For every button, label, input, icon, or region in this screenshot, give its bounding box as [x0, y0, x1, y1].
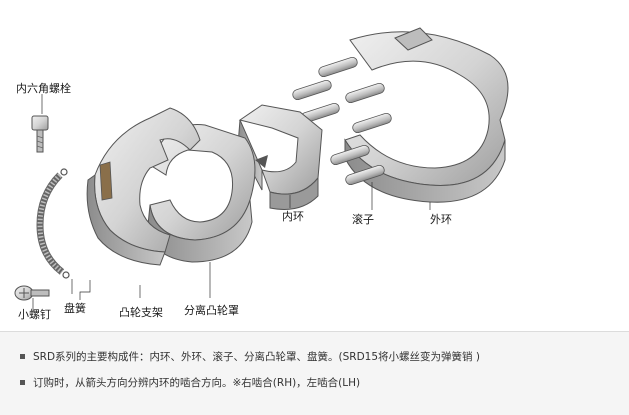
label-split-cam-cover: 分离凸轮罩: [184, 304, 239, 317]
exploded-assembly-diagram: [14, 27, 509, 312]
label-cam-bracket: 凸轮支架: [119, 306, 163, 319]
notes-panel: SRD系列的主要构成件：内环、外环、滚子、分离凸轮罩、盘簧。(SRD15将小螺丝…: [0, 331, 629, 415]
roller: [292, 79, 332, 101]
bullet-icon: [20, 379, 25, 385]
label-coil-spring: 盘簧: [64, 302, 86, 315]
roller: [345, 82, 385, 104]
label-small-screw: 小螺钉: [18, 308, 51, 321]
roller: [318, 56, 358, 78]
roller-set: [292, 56, 392, 186]
roller: [330, 144, 370, 166]
note-line-1: SRD系列的主要构成件：内环、外环、滚子、分离凸轮罩、盘簧。(SRD15将小螺丝…: [20, 349, 480, 364]
roller: [352, 112, 392, 134]
bullet-icon: [20, 353, 25, 359]
leader-lines: [32, 94, 431, 312]
direction-arrow: [255, 155, 268, 168]
coil-spring-part: [36, 168, 70, 279]
label-outer-ring: 外环: [430, 213, 452, 226]
small-screw-part: [14, 285, 50, 301]
note-text-2: 订购时，从箭头方向分辨内环的啮合方向。※右啮合(RH)，左啮合(LH): [33, 377, 361, 389]
label-roller: 滚子: [352, 213, 374, 226]
hex-bolt-part: [31, 115, 49, 153]
label-hex-bolt: 内六角螺栓: [16, 82, 71, 95]
roller: [345, 164, 385, 186]
split-cam-cover-part: [147, 124, 256, 263]
note-line-2: 订购时，从箭头方向分辨内环的啮合方向。※右啮合(RH)，左啮合(LH): [20, 375, 360, 390]
note-text-1: SRD系列的主要构成件：内环、外环、滚子、分离凸轮罩、盘簧。(SRD15将小螺丝…: [33, 351, 480, 363]
cam-bracket-part: [86, 107, 201, 266]
label-inner-ring: 内环: [282, 210, 304, 223]
